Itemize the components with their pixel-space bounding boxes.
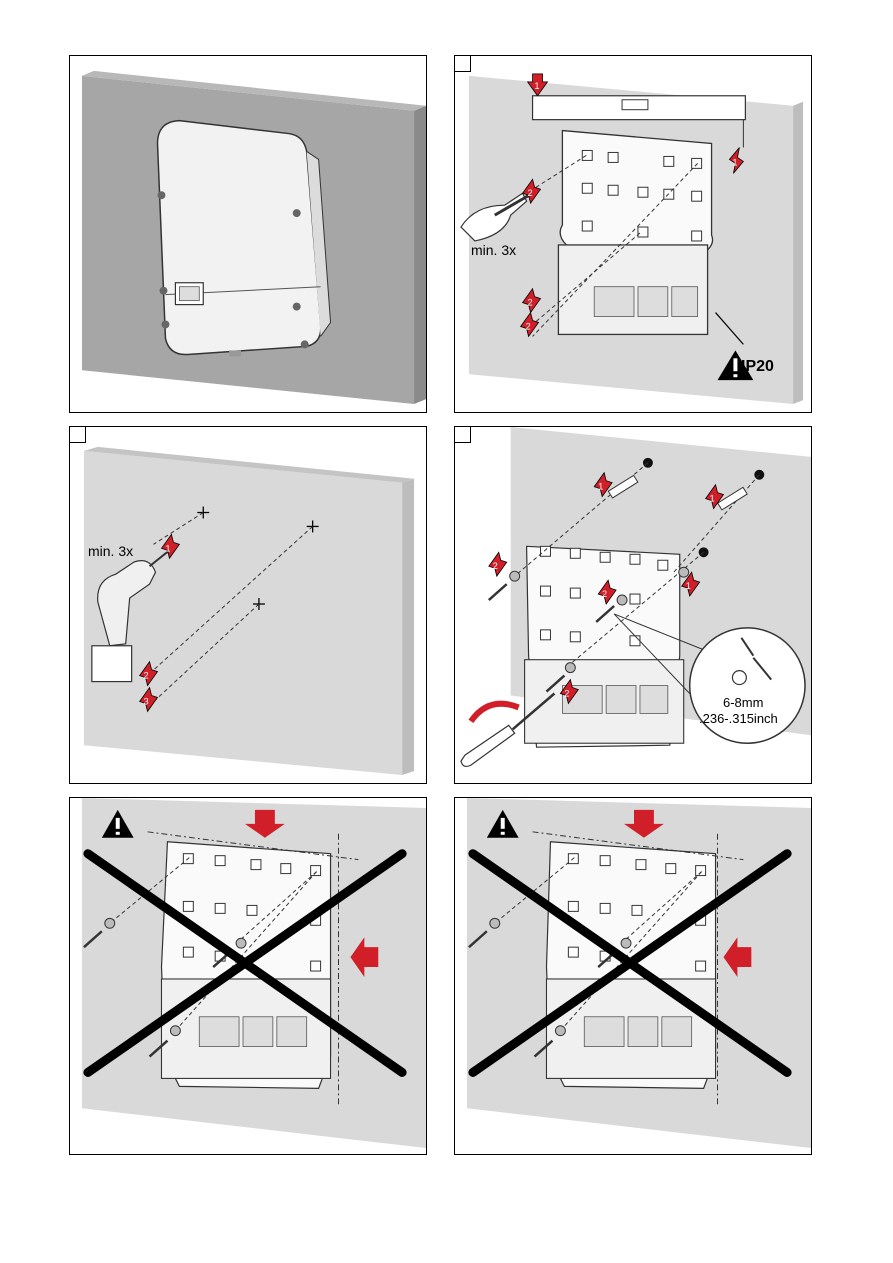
step-checkbox xyxy=(455,56,471,72)
ip-rating-label: IP20 xyxy=(741,358,774,375)
screw-inch-label: .236-.315inch xyxy=(699,711,778,726)
illustration-wrong-tilted xyxy=(81,798,426,1149)
min-count-label: min. 3x xyxy=(88,543,134,559)
svg-text:3: 3 xyxy=(144,696,149,706)
svg-text:1: 1 xyxy=(165,543,170,553)
illustration-inverter-on-wall xyxy=(81,70,426,405)
screw-size-label: 6-8mm xyxy=(723,695,764,710)
panel-drill-holes: 1 2 3 min. 3x xyxy=(69,426,427,784)
svg-text:2: 2 xyxy=(602,589,607,599)
panel-inverter-mounted xyxy=(69,55,427,413)
min-count-label: min. 3x xyxy=(471,242,517,258)
svg-text:2: 2 xyxy=(528,298,533,308)
svg-text:1: 1 xyxy=(710,494,715,504)
panel-mark-holes: 1 1 2 2 2 min. 3x IP20 xyxy=(454,55,812,413)
svg-text:2: 2 xyxy=(493,561,498,571)
svg-text:1: 1 xyxy=(686,581,691,591)
panel-fasten-bracket: 1 1 2 2 1 2 6-8mm .236-.315inch xyxy=(454,426,812,784)
step-checkbox xyxy=(455,427,471,443)
panel-wrong-tilted xyxy=(69,797,427,1155)
svg-text:2: 2 xyxy=(528,188,533,198)
illustration-mark-holes: 1 1 2 2 2 xyxy=(460,73,804,405)
step-checkbox xyxy=(70,427,86,443)
panel-wrong-misaligned xyxy=(454,797,812,1155)
svg-text:1: 1 xyxy=(535,81,540,91)
step-arrows xyxy=(519,73,744,338)
svg-text:2: 2 xyxy=(564,688,569,698)
svg-text:1: 1 xyxy=(598,482,603,492)
illustration-fasten-bracket: 1 1 2 2 1 2 xyxy=(460,427,811,768)
svg-text:1: 1 xyxy=(732,157,737,167)
illustration-drill-holes: 1 2 3 xyxy=(83,446,415,776)
illustration-wrong-misaligned xyxy=(466,798,811,1149)
svg-text:2: 2 xyxy=(144,671,149,681)
svg-text:2: 2 xyxy=(526,321,531,331)
